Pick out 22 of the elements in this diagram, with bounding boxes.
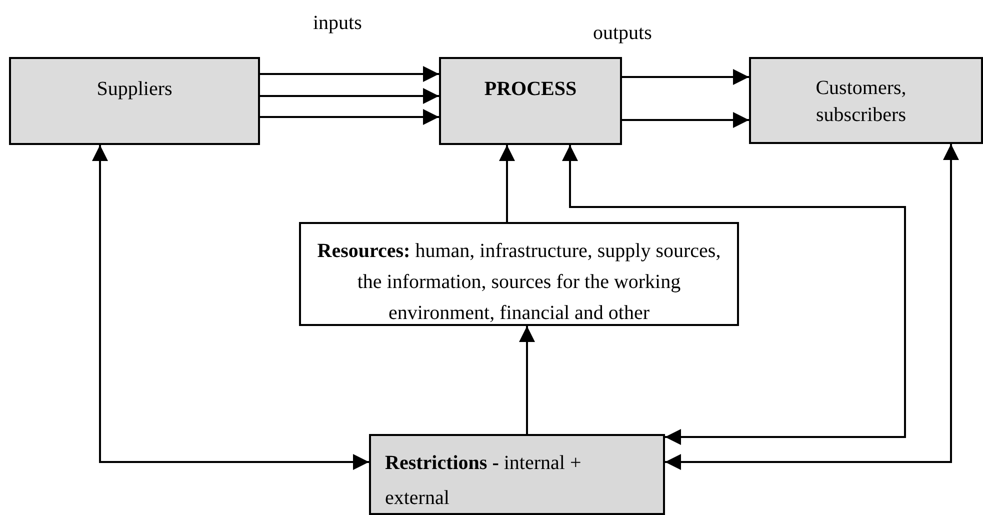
node-text: Restrictions - internal + external	[385, 451, 582, 511]
node-text: Suppliers	[96, 77, 174, 101]
resource-box	[299, 222, 739, 326]
process-box	[439, 57, 622, 145]
process-box	[9, 57, 260, 145]
node-text: PROCESS	[483, 77, 578, 101]
node-text: Resources: human, infrastructure, supply sources, the information, sources for the working environment, financial and other	[316, 239, 722, 326]
node-text: Customers, subscribers	[814, 76, 908, 128]
flow-label: outputs	[593, 22, 652, 45]
arrow	[622, 112, 749, 128]
process-box	[749, 57, 983, 144]
arrow	[92, 145, 369, 470]
arrow	[260, 66, 439, 82]
arrow	[499, 145, 515, 222]
arrow	[562, 145, 906, 445]
arrow	[519, 326, 535, 434]
arrow	[260, 109, 439, 125]
arrow	[260, 88, 439, 104]
flow-label: inputs	[313, 12, 362, 35]
arrow	[622, 69, 749, 85]
arrow	[665, 144, 959, 470]
restriction-box	[369, 434, 665, 515]
